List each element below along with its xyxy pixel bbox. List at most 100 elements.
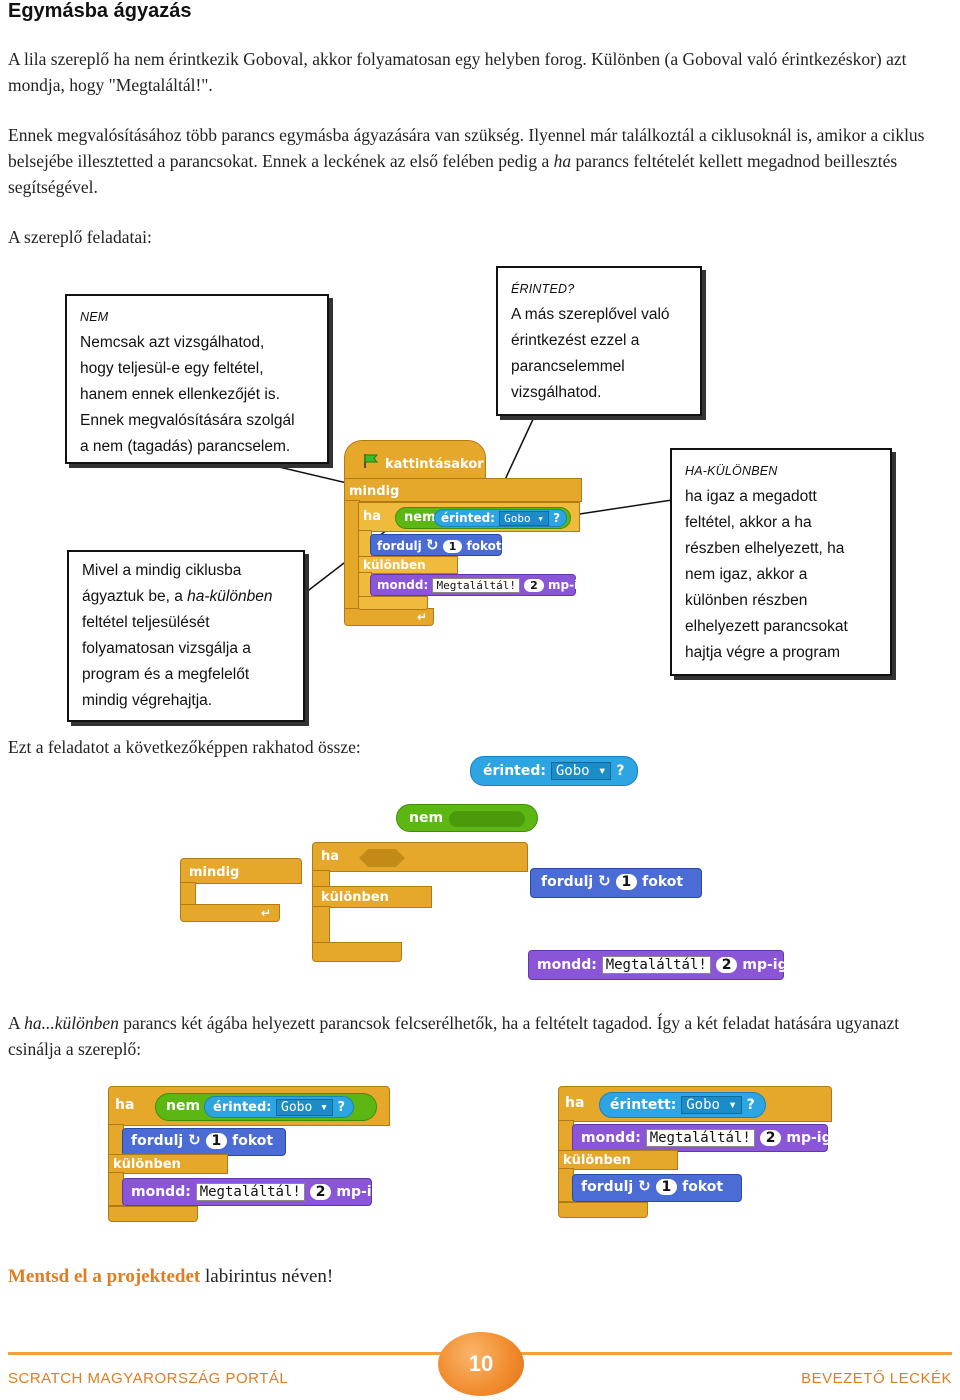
turn-unit: fokot <box>232 1133 274 1149</box>
save-instruction: Mentsd el a projektedet labirintus néven… <box>8 1266 333 1288</box>
touching-block[interactable]: érinted: Gobo ▾ ? <box>204 1096 355 1118</box>
hat-label: kattintásakor <box>385 457 484 472</box>
callout-ha-kulonben: HA-KÜLÖNBEN ha igaz a megadott feltétel,… <box>670 448 892 676</box>
save-bold-text: Mentsd el a projektedet <box>8 1266 201 1287</box>
hexagon-slot-icon <box>359 849 405 867</box>
if-foot <box>558 1202 648 1218</box>
say-block-loose[interactable]: mondd: Megtaláltál! 2 mp-ig <box>528 950 788 980</box>
say-block[interactable]: mondd: Megtaláltál! 2 mp-ig <box>122 1178 382 1206</box>
turn-unit: fokot <box>466 539 502 553</box>
touching-target: Gobo <box>281 1100 313 1115</box>
say-label: mondd: <box>377 578 429 592</box>
callout-mindig-line: mindig végrehajtja. <box>82 692 213 709</box>
callout-hakulonben-line: részben elhelyezett, ha <box>685 540 845 557</box>
say-label: mondd: <box>131 1184 191 1200</box>
say-unit: mp-ig <box>786 1130 832 1146</box>
callout-nem-line: hanem ennek ellenkezőjét is. <box>80 386 280 403</box>
not-block[interactable]: nem érinted: Gobo ▾ ? <box>155 1093 377 1121</box>
touching-target-dropdown[interactable]: Gobo ▾ <box>681 1096 742 1114</box>
else-label: különben <box>321 890 389 905</box>
callout-nem-line: hogy teljesül-e egy feltétel, <box>80 360 264 377</box>
say-secs[interactable]: 2 <box>715 957 738 973</box>
not-block[interactable]: nem érinted: Gobo ▾ ? <box>395 507 571 529</box>
turn-value[interactable]: 1 <box>655 1179 678 1195</box>
explanation-ha: ha <box>553 151 572 171</box>
callout-hakulonben-line: nem igaz, akkor a <box>685 566 808 583</box>
touching-label: érinted: <box>441 511 495 525</box>
if-label: ha <box>565 1095 585 1111</box>
callout-hakulonben-line: hajtja végre a program <box>685 644 841 661</box>
if-else-block[interactable]: ha nem érinted: Gobo ▾ ? <box>358 502 580 532</box>
say-text-field[interactable]: Megtaláltál! <box>432 578 520 593</box>
touching-block-loose[interactable]: érinted: Gobo ▾ ? <box>470 756 638 786</box>
say-secs[interactable]: 2 <box>524 579 544 592</box>
say-text-field[interactable]: Megtaláltál! <box>195 1183 305 1201</box>
turn-value[interactable]: 1 <box>615 874 638 890</box>
turn-block[interactable]: fordulj ↻ 1 fokot <box>572 1174 742 1202</box>
if-label: ha <box>115 1097 135 1113</box>
say-block[interactable]: mondd: Megtaláltál! 2 mp-ig <box>370 574 587 596</box>
callout-hakulonben-head: HA-KÜLÖNBEN <box>685 464 778 478</box>
footer-right: BEVEZETŐ LECKÉK <box>801 1370 952 1387</box>
forever-block[interactable]: mindig <box>344 478 582 502</box>
say-secs[interactable]: 2 <box>309 1184 332 1200</box>
if-foot <box>108 1206 198 1222</box>
turn-value[interactable]: 1 <box>442 540 463 553</box>
question-mark: ? <box>337 1100 346 1115</box>
forever-block-loose[interactable]: mindig ↵ <box>180 858 302 922</box>
callout-nem-line: Ennek megvalósítására szolgál <box>80 412 295 429</box>
turn-value[interactable]: 1 <box>205 1133 228 1149</box>
callout-hakulonben-line: ha igaz a megadott <box>685 488 817 505</box>
footer-left: SCRATCH MAGYARORSZÁG PORTÁL <box>8 1370 289 1387</box>
assemble-label: Ezt a feladatot a következőképpen rakhat… <box>8 737 361 757</box>
callout-mindig-line: folyamatosan vizsgálja a <box>82 640 251 657</box>
question-mark: ? <box>616 763 625 779</box>
turn-label: fordulj <box>581 1179 634 1195</box>
callout-mindig-line: feltétel teljesülését <box>82 614 210 631</box>
question-mark: ? <box>553 511 561 525</box>
touching-label: érinted: <box>483 763 546 779</box>
say-unit: mp-ig <box>547 578 587 592</box>
turn-unit: fokot <box>682 1179 724 1195</box>
green-flag-hat-block[interactable]: kattintásakor <box>344 440 486 480</box>
if-label: ha <box>363 509 382 524</box>
say-secs[interactable]: 2 <box>759 1130 782 1146</box>
say-block[interactable]: mondd: Megtaláltál! 2 mp-ig <box>572 1124 832 1152</box>
intro-paragraph: A lila szereplő ha nem érintkezik Gobova… <box>8 49 907 95</box>
if-else-block[interactable]: ha nem érinted: Gobo ▾ ? <box>108 1086 390 1126</box>
turn-block[interactable]: fordulj ↻ 1 fokot <box>370 534 502 556</box>
touching-label: érinted: <box>213 1100 272 1115</box>
say-text-field[interactable]: Megtaláltál! <box>645 1129 755 1147</box>
say-text-field[interactable]: Megtaláltál! <box>601 956 711 974</box>
page-title: Egymásba ágyazás <box>8 0 192 22</box>
touching-block[interactable]: érintett: Gobo ▾ ? <box>599 1092 766 1118</box>
callout-nem-head: NEM <box>80 310 109 324</box>
loop-arrow-icon: ↵ <box>260 906 271 920</box>
green-flag-icon <box>363 453 379 469</box>
callout-erinted-line: A más szereplővel való <box>511 306 670 323</box>
if-else-block[interactable]: ha érintett: Gobo ▾ ? <box>558 1086 832 1122</box>
callout-erinted-line: vizsgálhatod. <box>511 384 602 401</box>
if-foot <box>358 596 428 610</box>
touching-target-dropdown[interactable]: Gobo ▾ <box>550 762 612 780</box>
touching-target-dropdown[interactable]: Gobo ▾ <box>499 511 549 526</box>
callout-nem: NEM Nemcsak azt vizsgálhatod, hogy telje… <box>65 294 329 464</box>
turn-block-loose[interactable]: fordulj ↻ 1 fokot <box>530 868 702 898</box>
explanation-paragraph: Ennek megvalósításához több parancs egym… <box>8 122 948 200</box>
touching-target: Gobo <box>504 512 531 525</box>
callout-mindig-text: ágyaztuk be, a <box>82 588 188 605</box>
say-label: mondd: <box>537 957 597 973</box>
callout-erinted-line: érintkezést ezzel a <box>511 332 640 349</box>
callout-hakulonben-line: elhelyezett parancsokat <box>685 618 848 635</box>
question-mark: ? <box>746 1097 755 1113</box>
swap-paragraph: A ha...különben parancs két ágába helyez… <box>8 1010 948 1062</box>
not-block-loose[interactable]: nem <box>396 804 538 832</box>
touching-target-dropdown[interactable]: Gobo ▾ <box>276 1099 333 1116</box>
not-label: nem <box>166 1098 201 1114</box>
callout-mindig-line: ágyaztuk be, a ha-különben <box>82 584 290 610</box>
callout-nem-line: a nem (tagadás) parancselem. <box>80 438 291 455</box>
touching-block[interactable]: érinted: Gobo ▾ ? <box>434 509 568 527</box>
if-else-block-loose[interactable]: ha különben <box>312 842 528 964</box>
callout-hakulonben-line: feltétel, akkor a ha <box>685 514 812 531</box>
turn-block[interactable]: fordulj ↻ 1 fokot <box>122 1128 286 1156</box>
